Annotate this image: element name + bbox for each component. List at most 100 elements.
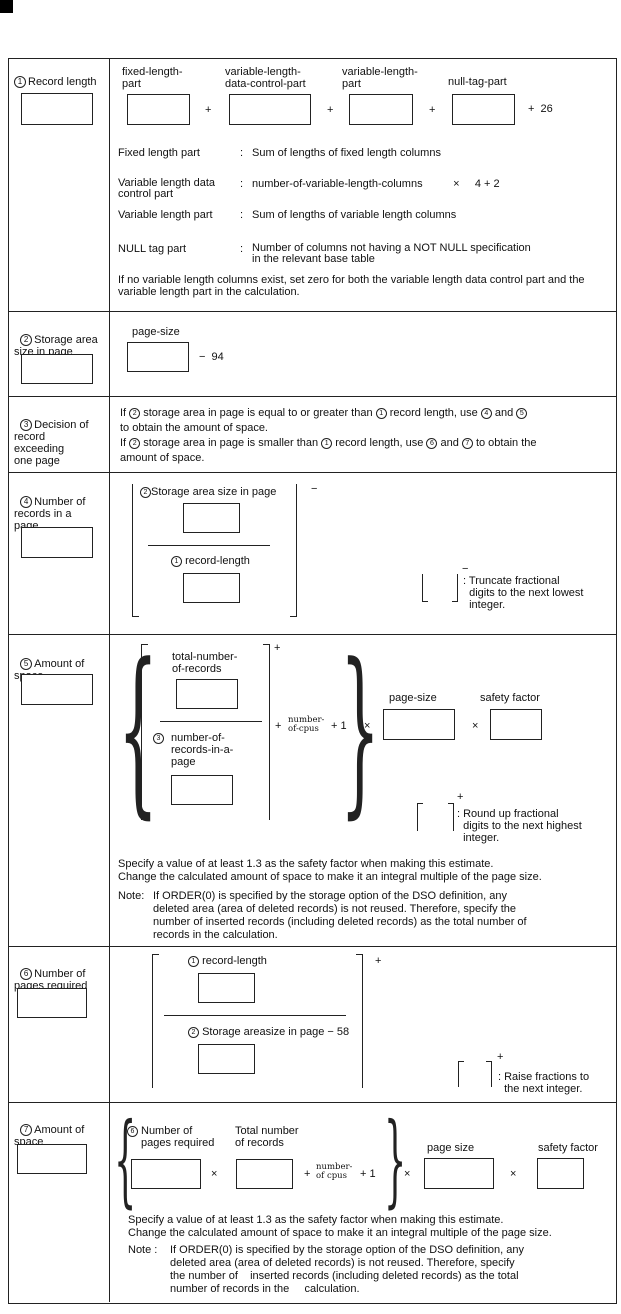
pages-required-box — [131, 1159, 201, 1189]
def-desc: Number of columns not having a NOT NULL … — [252, 242, 531, 265]
left-brace: { — [118, 626, 159, 835]
pages-required-box — [17, 988, 87, 1018]
total-records-box — [176, 679, 238, 709]
fixed-part-box — [127, 94, 190, 125]
amount-of-space-box — [21, 674, 93, 705]
null-part-box — [452, 94, 515, 125]
ceil-bracket-left — [141, 644, 148, 820]
ceil-legend-bracket — [486, 1061, 492, 1087]
right-brace: } — [340, 626, 381, 835]
spec-line-1: Specify a value of at least 1.3 as the s… — [128, 1214, 504, 1226]
floor-legend-bracket — [452, 574, 458, 602]
def-colon: : — [240, 209, 244, 221]
note-line: records in the calculation. — [153, 929, 278, 941]
part-label-vardata: variable-length- data-control-part — [225, 66, 306, 90]
column-divider — [109, 58, 110, 1302]
plus-sign: + — [275, 720, 282, 732]
safety-factor-box — [490, 709, 542, 740]
cpus-label: number- of cpus — [316, 1162, 353, 1181]
row-divider — [8, 311, 616, 312]
outer-frame — [8, 58, 617, 1304]
safety-factor-label: safety factor — [538, 1142, 598, 1154]
floor-bracket-right — [290, 484, 297, 617]
def-term: Fixed length part — [118, 147, 200, 159]
decision-line-1: If 2 storage area in page is equal to or… — [120, 407, 528, 419]
pages-required-num: 6 — [127, 1125, 138, 1137]
plus-one: + 1 — [360, 1168, 376, 1180]
records-in-page-box — [171, 775, 233, 805]
part-label-null: null-tag-part — [448, 76, 507, 88]
times-sign: × — [404, 1168, 411, 1180]
ceil-legend-note: : Round up fractional digits to the next… — [457, 808, 582, 844]
var-part-box — [349, 94, 413, 125]
numerator-box — [183, 503, 240, 533]
ceil-bracket-right — [356, 954, 363, 1088]
ceil-legend-bracket — [448, 803, 454, 831]
spec-line-2: Change the calculated amount of space to… — [118, 871, 542, 883]
times-sign: × — [472, 720, 479, 732]
plus-sign: + — [205, 104, 212, 116]
fraction-bar — [164, 1015, 346, 1016]
ceil-legend-note: : Raise fractions to the next integer. — [498, 1071, 590, 1095]
def-colon: : — [240, 243, 244, 255]
numerator-label: 1 record-length — [188, 955, 267, 967]
page-size-label: page-size — [389, 692, 437, 704]
note-line: deleted area (area of deleted records) i… — [153, 903, 517, 915]
page-size-label: page-size — [132, 326, 180, 338]
note-line: If ORDER(0) is specified by the storage … — [153, 890, 508, 902]
records-per-page-box — [21, 527, 93, 558]
plus-sign: + — [327, 104, 334, 116]
decision-line-2: to obtain the amount of space. — [120, 422, 268, 434]
times-sign: × — [364, 720, 371, 732]
denominator-label: number-of- records-in-a- page — [171, 732, 234, 768]
def-term: NULL tag part — [118, 243, 187, 255]
denominator-label: 1 record-length — [171, 555, 250, 567]
right-brace: } — [384, 1101, 407, 1218]
denominator-box — [183, 573, 240, 603]
page-size-box — [127, 342, 189, 372]
section-1-note: If no variable length columns exist, set… — [118, 274, 585, 298]
decision-line-3: If 2 storage area in page is smaller tha… — [120, 437, 537, 449]
part-label-fixed: fixed-length- part — [122, 66, 183, 90]
note-line: deleted area (area of deleted records) i… — [170, 1257, 515, 1269]
floor-legend-note: : Truncate fractional digits to the next… — [463, 575, 584, 611]
plus-sign: + — [429, 104, 436, 116]
floor-legend-bar: − — [462, 563, 469, 575]
part-label-var: variable-length- part — [342, 66, 418, 90]
spec-line-1: Specify a value of at least 1.3 as the s… — [118, 858, 494, 870]
row-divider — [8, 946, 616, 947]
def-desc: Sum of lengths of fixed length columns — [252, 147, 441, 159]
def-desc: number-of-variable-length-columns × 4 + … — [252, 178, 500, 190]
page-size-label: page size — [427, 1142, 475, 1154]
times-sign: × — [510, 1168, 517, 1180]
total-records-box — [236, 1159, 293, 1189]
constant-26: + 26 — [528, 103, 553, 115]
note-line: If ORDER(0) is specified by the storage … — [170, 1244, 525, 1256]
page-size-box — [383, 709, 455, 740]
plus-one: + 1 — [331, 720, 347, 732]
fraction-bar — [148, 545, 270, 546]
def-desc: Sum of lengths of variable length column… — [252, 209, 457, 221]
row-divider — [8, 472, 616, 473]
safety-factor-label: safety factor — [480, 692, 540, 704]
note-line: number of records in the calculation. — [170, 1283, 360, 1295]
row-divider — [8, 396, 616, 397]
amount-of-space-box — [17, 1144, 87, 1174]
note-label: Note : — [128, 1244, 158, 1256]
record-length-box — [198, 973, 255, 1003]
storage-area-box — [21, 354, 93, 384]
ceil-sign: + — [375, 955, 382, 967]
cpus-label: number- of-cpus — [288, 715, 325, 734]
row-divider — [8, 1102, 616, 1103]
times-sign: × — [211, 1168, 218, 1180]
denominator-num: 3 — [153, 732, 164, 744]
spec-line-2: Change the calculated amount of space to… — [128, 1227, 552, 1239]
floor-legend-bracket — [422, 574, 428, 602]
plus-sign: + — [304, 1168, 311, 1180]
ceil-legend-bracket — [458, 1061, 464, 1087]
storage-area-box — [198, 1044, 255, 1074]
